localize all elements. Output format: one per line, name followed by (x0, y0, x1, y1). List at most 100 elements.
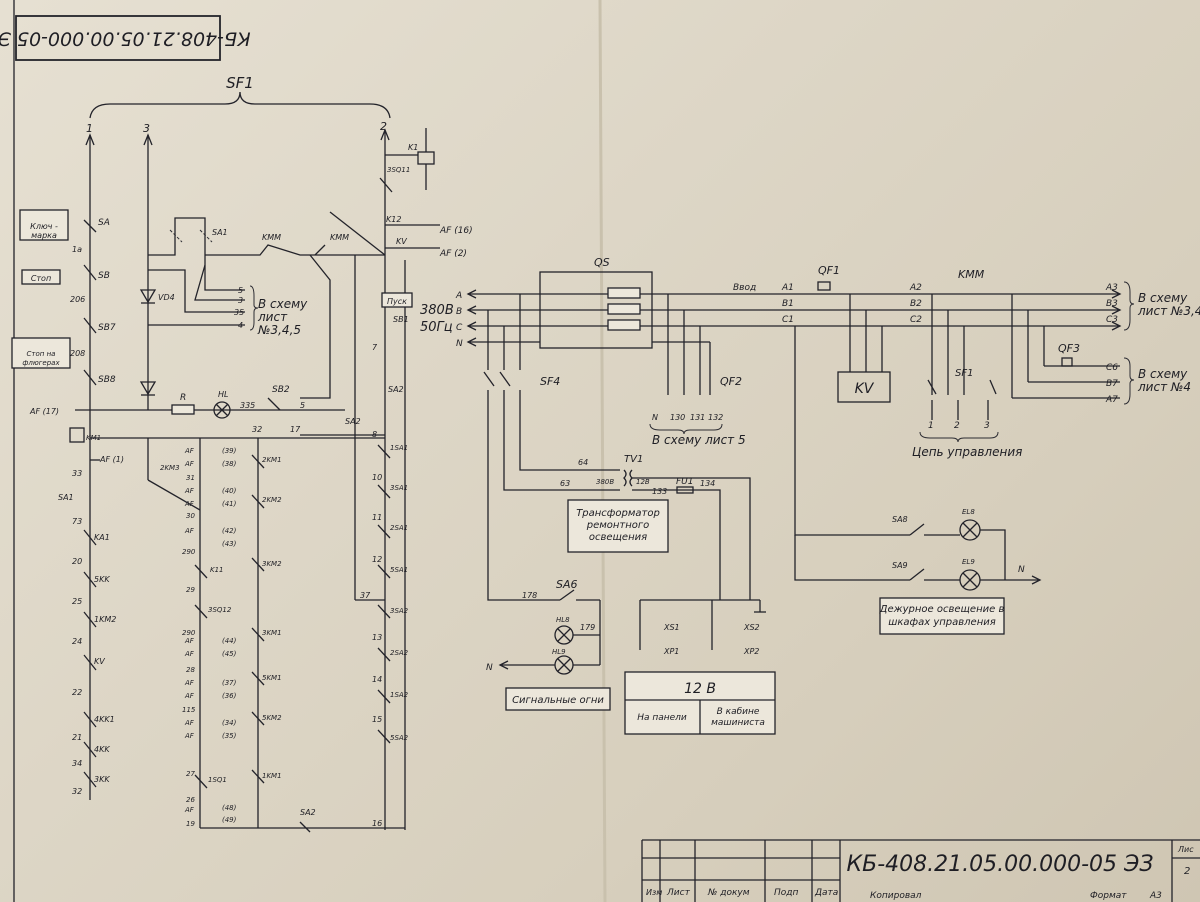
tb-format: Формат (1090, 891, 1127, 901)
1sa2-label: 1SA2 (390, 691, 409, 699)
ctrl-3: 3 (984, 421, 990, 431)
kmm-power-label: KMM (958, 268, 985, 281)
sa2-bottom-label: SA2 (300, 808, 316, 817)
kv-label-top: KV (396, 237, 407, 246)
tv1-label: TV1 (624, 454, 643, 465)
tb-doc: № докум (707, 888, 750, 898)
af-km1: AF (1) (99, 455, 124, 464)
af-ref-8: AF (184, 679, 195, 687)
n-el: N (1018, 565, 1025, 575)
tv-12: 12В (636, 478, 650, 486)
sa9-label: SA9 (892, 561, 908, 570)
terminal-1: 1 (86, 122, 93, 135)
5sa2-label: 5SA2 (390, 734, 409, 742)
5km1-label: 5KM1 (262, 674, 282, 682)
w28: 28 (186, 666, 195, 674)
k11-label: K11 (210, 566, 224, 574)
ref-48: (48) (222, 804, 237, 812)
w13: 13 (372, 633, 382, 642)
bus-a1: A1 (781, 283, 794, 293)
af-ref-5: AF (184, 527, 195, 535)
sa-label: SA (98, 218, 110, 228)
bus-b7: B7 (1106, 379, 1118, 389)
sb-label: SB (98, 271, 110, 281)
wire-5-label: 5 (300, 401, 305, 410)
signal-box (505, 687, 611, 711)
el8-label: EL8 (962, 508, 975, 516)
w290b: 290 (182, 629, 196, 637)
af-2: AF (2) (439, 249, 467, 259)
af-ref-6: AF (184, 637, 195, 645)
sa6-179: 179 (580, 623, 595, 632)
tb-list: Лист (666, 888, 691, 898)
diode-vd4: VD4 (139, 289, 175, 396)
3sa1-label: 3SA1 (390, 484, 408, 492)
af-ref-10: AF (184, 719, 195, 727)
sa2-mid-label: SA2 (345, 417, 361, 426)
1sa1-label: 1SA1 (390, 444, 408, 452)
stop-jib-box (11, 337, 71, 369)
tb-copied: Копировал (870, 891, 922, 901)
w37: 37 (360, 591, 371, 600)
resistor-r (171, 404, 195, 415)
4kk-label: 4KK (94, 745, 110, 754)
k12-label: K12 (386, 215, 401, 224)
qf2-132: 132 (708, 413, 723, 422)
phase-c: C (456, 323, 463, 333)
5sa1-label: 5SA1 (390, 566, 408, 574)
input-label: Ввод (733, 283, 756, 293)
sf1-power-label: SF1 (955, 368, 973, 379)
3km1-label: 3KM1 (262, 629, 282, 637)
to-scheme-brace (249, 285, 259, 331)
ref-37: (37) (222, 679, 237, 687)
af-left: AF (17) (29, 407, 59, 416)
key-box (19, 209, 69, 241)
title-code: КБ-408.21.05.00.000-05 ЭЗ (847, 852, 1154, 877)
ctrl-2: 2 (954, 421, 960, 431)
w14: 14 (372, 675, 382, 684)
hl9-label: HL9 (552, 648, 566, 656)
af-ref-7: AF (184, 650, 195, 658)
bus-a2: A2 (909, 283, 922, 293)
wire-335-label: 335 (240, 401, 255, 410)
kmm-label-2: KMM (330, 233, 349, 242)
stamp-code: КБ-408.21.05.00.000-05 ЭЗ (0, 28, 251, 50)
qf2-label: QF2 (720, 375, 742, 388)
ref-43: (43) (222, 540, 237, 548)
hl-label: HL (218, 390, 228, 399)
key-box-text: Ключ -марка (30, 222, 58, 240)
w12: 12 (372, 555, 382, 564)
af-16: AF (16) (439, 226, 473, 236)
wire-main-3-arrow (143, 133, 153, 146)
fu1-label: FU1 (676, 477, 694, 487)
w26: 26 (186, 796, 195, 804)
vd4-label: VD4 (158, 293, 175, 302)
ref-35: (35) (222, 732, 237, 740)
stop-box-text: Стоп (31, 274, 51, 283)
af-ref-2: AF (184, 460, 195, 468)
w34: 34 (72, 759, 82, 768)
2km3-label: 2KM3 (160, 464, 180, 472)
af-ref-1: AF (184, 447, 195, 455)
wire-7: 7 (372, 343, 378, 352)
3kk-label: 3KK (94, 775, 110, 784)
w32: 32 (72, 787, 82, 796)
middle-column: 2KM3 2KM1 2KM2 K11 3KM2 3SQ12 3KM1 5KM1 … (90, 425, 385, 828)
ref-39: (39) (222, 447, 237, 455)
right-power-circuit: A B C N 380В 50Гц QS Ввод A1 B1 C1 QF1 A… (420, 256, 1200, 735)
w31: 31 (186, 474, 195, 482)
w19: 19 (186, 820, 195, 828)
relay-km1 (69, 427, 85, 443)
w33: 33 (72, 469, 82, 478)
w17: 17 (290, 425, 301, 434)
bus-c3: C3 (1106, 315, 1118, 325)
qf3-label: QF3 (1058, 342, 1080, 355)
qf1-label: QF1 (818, 264, 840, 277)
2km1-label: 2KM1 (262, 456, 282, 464)
